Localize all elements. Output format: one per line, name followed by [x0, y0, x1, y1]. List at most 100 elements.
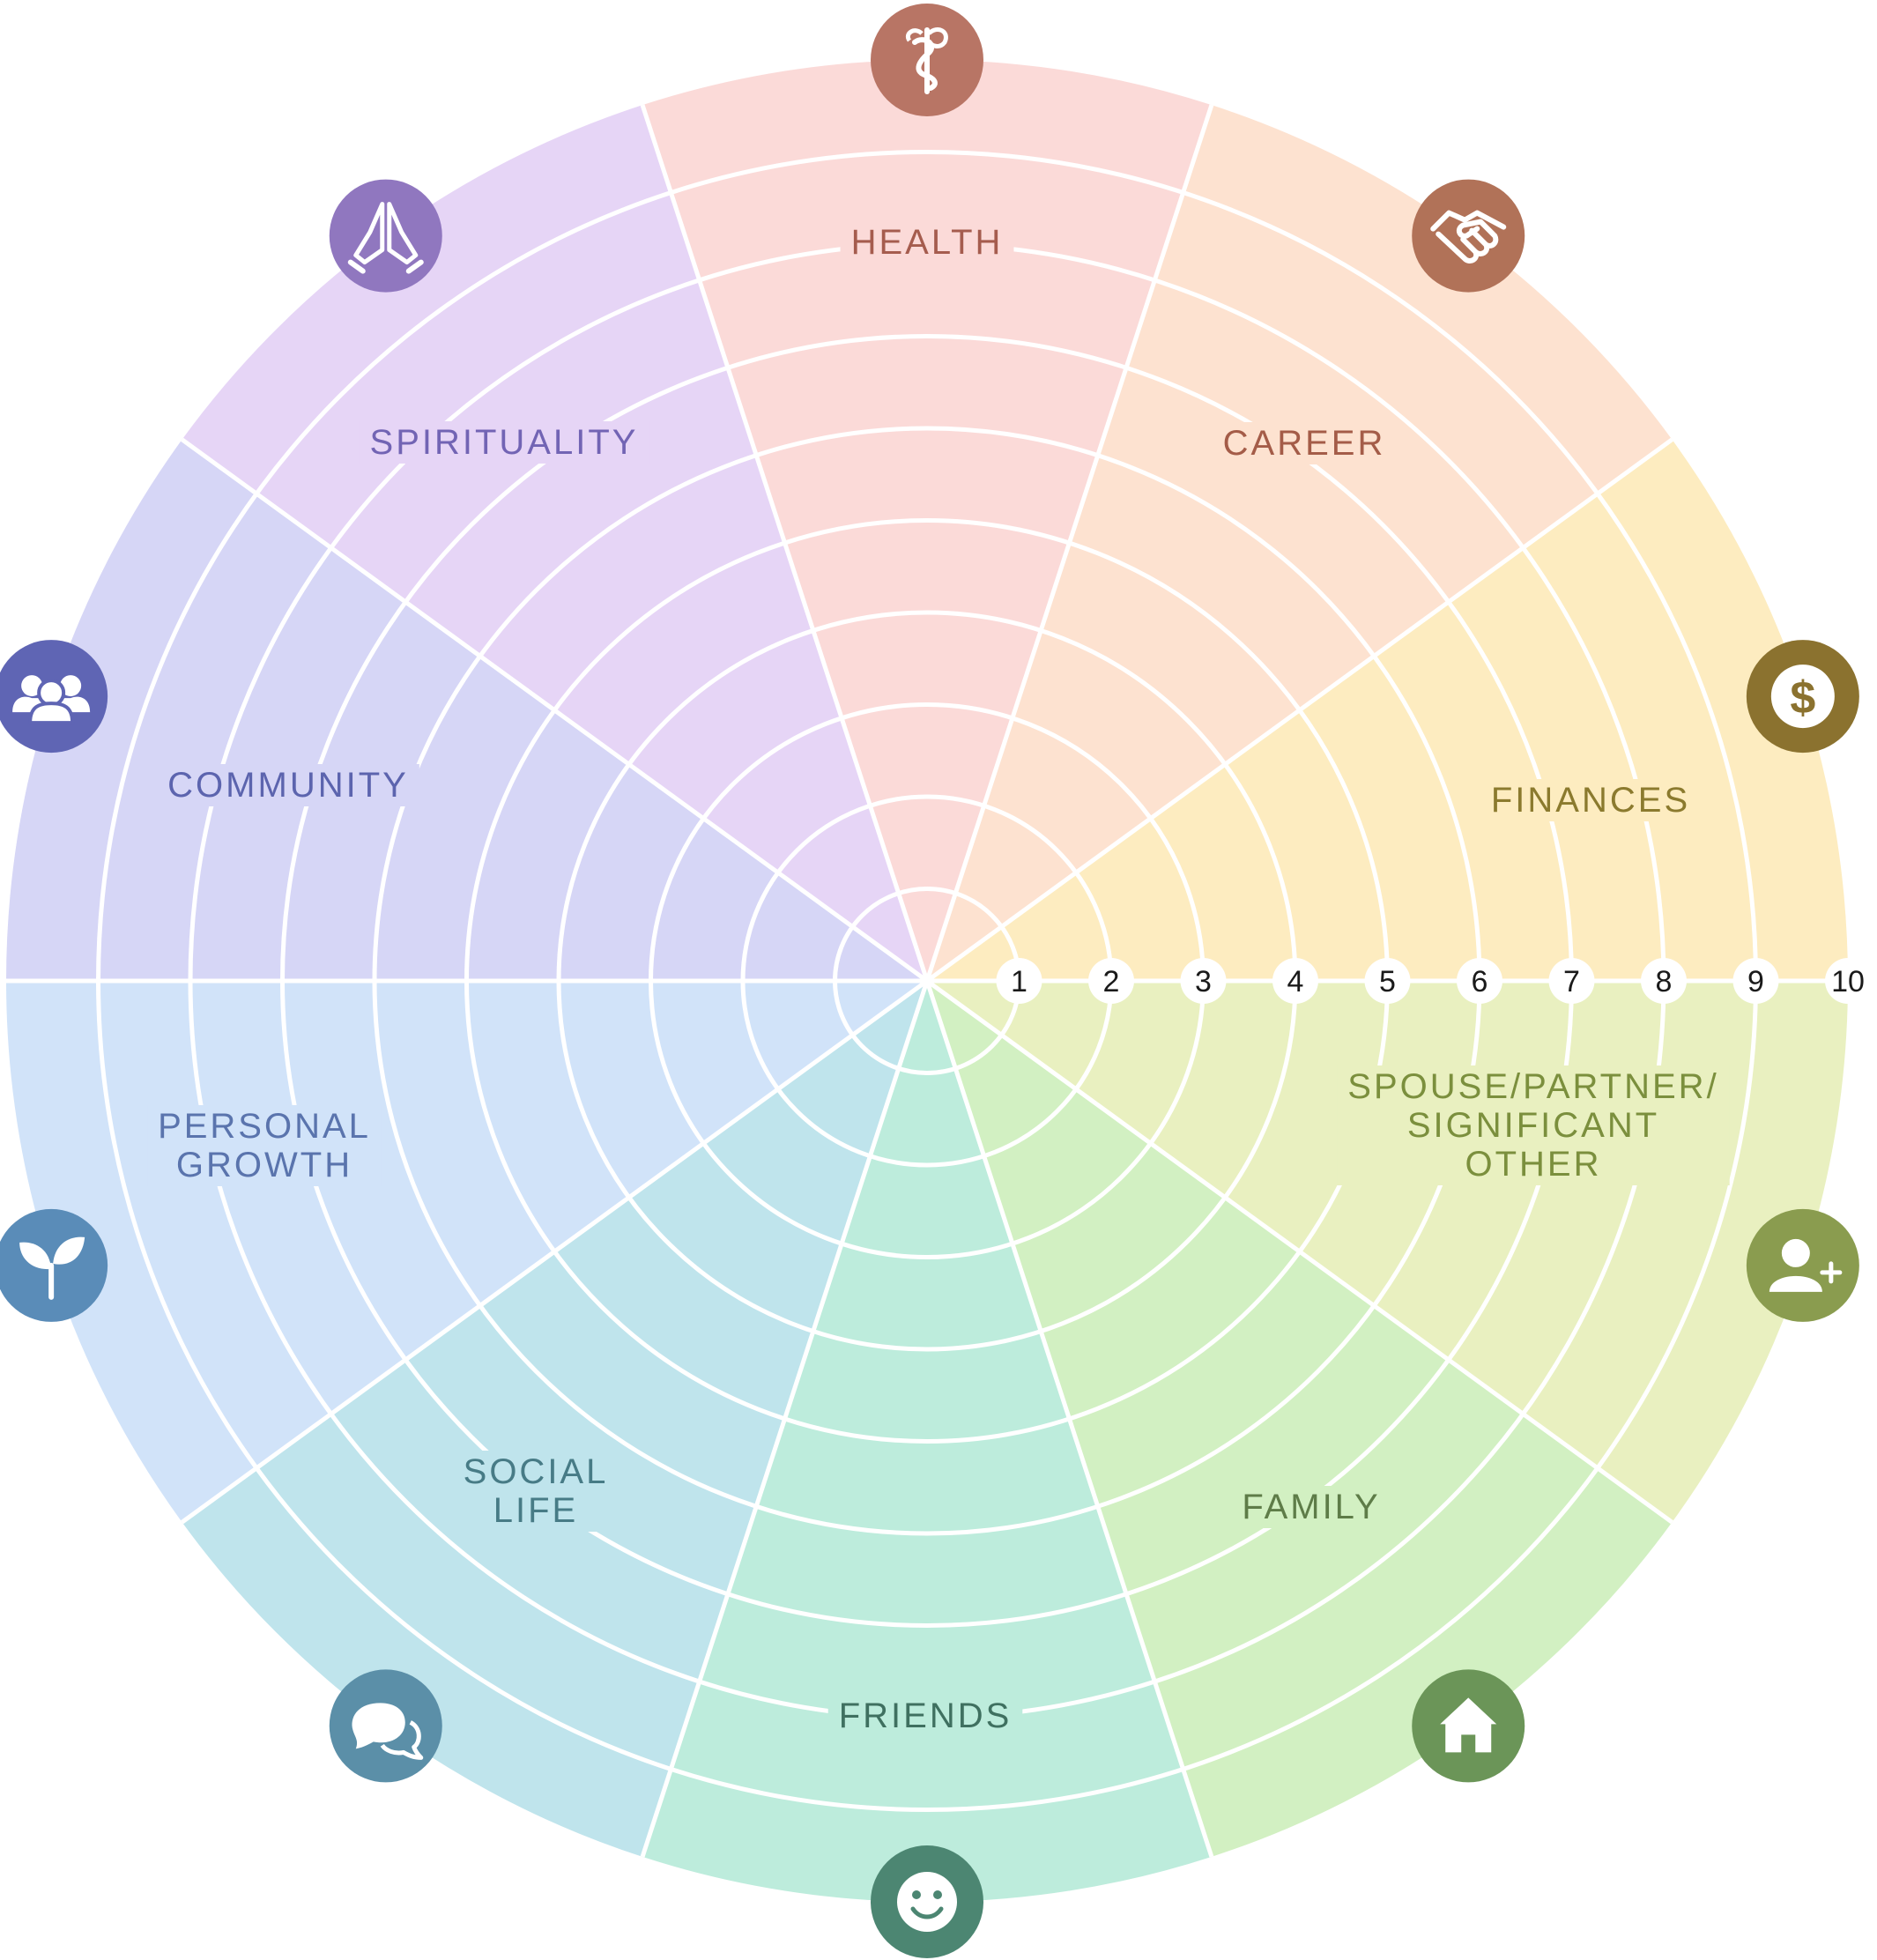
plant-icon-glyph — [19, 1236, 85, 1300]
segment-icons: $ — [0, 4, 1859, 1958]
smiley-icon-glyph — [897, 1872, 957, 1932]
label-plate — [840, 221, 1014, 264]
segment-label-social: SOCIAL — [464, 1452, 609, 1491]
praying-hands-icon[interactable] — [329, 179, 442, 293]
scale-number-5: 5 — [1364, 958, 1411, 1004]
label-plate — [827, 1695, 1023, 1737]
scale-label: 9 — [1747, 965, 1764, 999]
scale-label: 8 — [1656, 965, 1673, 999]
dollar-icon[interactable]: $ — [1746, 640, 1859, 754]
label-group-community: COMMUNITY — [157, 764, 419, 806]
segment-divider — [640, 980, 930, 1858]
scale-number-6: 6 — [1457, 958, 1502, 1004]
label-plate — [147, 1105, 382, 1186]
add-person-icon[interactable] — [1746, 1208, 1859, 1322]
segment-label-partner: SPOUSE/PARTNER/ — [1347, 1067, 1718, 1106]
label-group-spirituality: SPIRITUALITY — [359, 421, 649, 464]
segment-divider — [924, 980, 1214, 1858]
icon-badge — [329, 179, 442, 293]
handshake-icon-glyph — [1430, 210, 1507, 264]
chat-icon-glyph — [352, 1703, 424, 1760]
scale-label: 3 — [1195, 965, 1212, 999]
segment-fills — [6, 59, 1848, 1902]
svg-text:$: $ — [1790, 672, 1815, 724]
scale-marker — [1457, 958, 1502, 1004]
label-group-friends: FRIENDS — [827, 1695, 1023, 1737]
label-plate — [1337, 1065, 1730, 1185]
people-icon-glyph — [12, 675, 91, 725]
scale-label: 10 — [1831, 965, 1865, 999]
segment-label-finances: FINANCES — [1491, 781, 1690, 820]
segment-labels: HEALTH CAREER FINANCES SPOUSE/PARTNER/SIGNI… — [147, 221, 1730, 1737]
scale-number-8: 8 — [1641, 958, 1687, 1004]
label-plate — [157, 764, 419, 806]
segment-divider — [924, 104, 1214, 982]
scale-label: 1 — [1011, 965, 1028, 999]
scale-marker — [996, 958, 1042, 1004]
scale-marker — [1548, 958, 1595, 1004]
scale-number-2: 2 — [1088, 958, 1134, 1004]
scale-marker — [1272, 958, 1318, 1004]
scale-label: 6 — [1472, 965, 1488, 999]
segment-social[interactable] — [182, 981, 927, 1857]
label-plate — [1480, 779, 1702, 821]
label-group-finances: FINANCES — [1480, 779, 1702, 821]
scale-marker — [1088, 958, 1134, 1004]
scale-marker — [1180, 958, 1227, 1004]
caduceus-icon[interactable] — [871, 4, 983, 116]
label-group-career: CAREER — [1212, 422, 1397, 464]
scale-marker — [1732, 958, 1779, 1004]
segment-label-community: COMMUNITY — [167, 766, 409, 805]
segment-label-spirituality: SPIRITUALITY — [370, 423, 639, 462]
plant-icon[interactable] — [0, 1208, 108, 1322]
scale-label: 7 — [1563, 965, 1580, 999]
caduceus-icon-glyph — [906, 27, 948, 94]
segment-finances[interactable] — [927, 439, 1848, 981]
scale-number-9: 9 — [1732, 958, 1779, 1004]
segment-label-partner: SIGNIFICANT — [1407, 1106, 1659, 1145]
segment-divider — [925, 978, 1673, 1525]
scale-number-3: 3 — [1180, 958, 1227, 1004]
segment-label-social: LIFE — [493, 1491, 578, 1530]
scale-label: 4 — [1287, 965, 1304, 999]
segment-divider — [181, 437, 929, 984]
scale-marker — [1364, 958, 1411, 1004]
segment-label-growth: GROWTH — [176, 1146, 352, 1184]
segment-label-partner: OTHER — [1465, 1145, 1602, 1184]
smiley-icon[interactable] — [871, 1845, 983, 1958]
segment-label-friends: FRIENDS — [839, 1696, 1013, 1735]
segment-label-career: CAREER — [1223, 424, 1386, 463]
chat-icon[interactable] — [329, 1669, 442, 1783]
segment-divider — [181, 978, 929, 1525]
segment-divider — [640, 104, 930, 982]
home-icon[interactable] — [1412, 1669, 1525, 1783]
scale-number-4: 4 — [1272, 958, 1318, 1004]
home-icon-glyph — [1440, 1697, 1497, 1753]
segment-label-family: FAMILY — [1242, 1488, 1380, 1526]
scale-number-7: 7 — [1548, 958, 1595, 1004]
segment-divider — [925, 437, 1673, 984]
scale-number-1: 1 — [996, 958, 1042, 1004]
label-plate — [1212, 422, 1397, 464]
scale-label: 5 — [1379, 965, 1396, 999]
scale-marker — [1825, 958, 1871, 1004]
people-icon[interactable] — [0, 640, 108, 754]
label-plate — [359, 421, 649, 464]
segment-label-growth: PERSONAL — [158, 1107, 371, 1146]
scale-numbers: 1 2 3 4 5 6 7 8 9 10 — [996, 958, 1871, 1004]
scale-marker — [1641, 958, 1687, 1004]
handshake-icon[interactable] — [1412, 179, 1525, 293]
segment-spirituality[interactable] — [182, 105, 927, 982]
label-group-family: FAMILY — [1231, 1486, 1391, 1528]
segment-career[interactable] — [927, 105, 1673, 982]
segment-family[interactable] — [927, 981, 1673, 1857]
label-group-health: HEALTH — [840, 221, 1014, 264]
scale-number-10: 10 — [1825, 958, 1871, 1004]
segment-community[interactable] — [6, 439, 927, 981]
segment-label-health: HEALTH — [851, 223, 1004, 262]
praying-hands-icon-glyph — [347, 202, 424, 274]
label-plate — [452, 1451, 619, 1532]
